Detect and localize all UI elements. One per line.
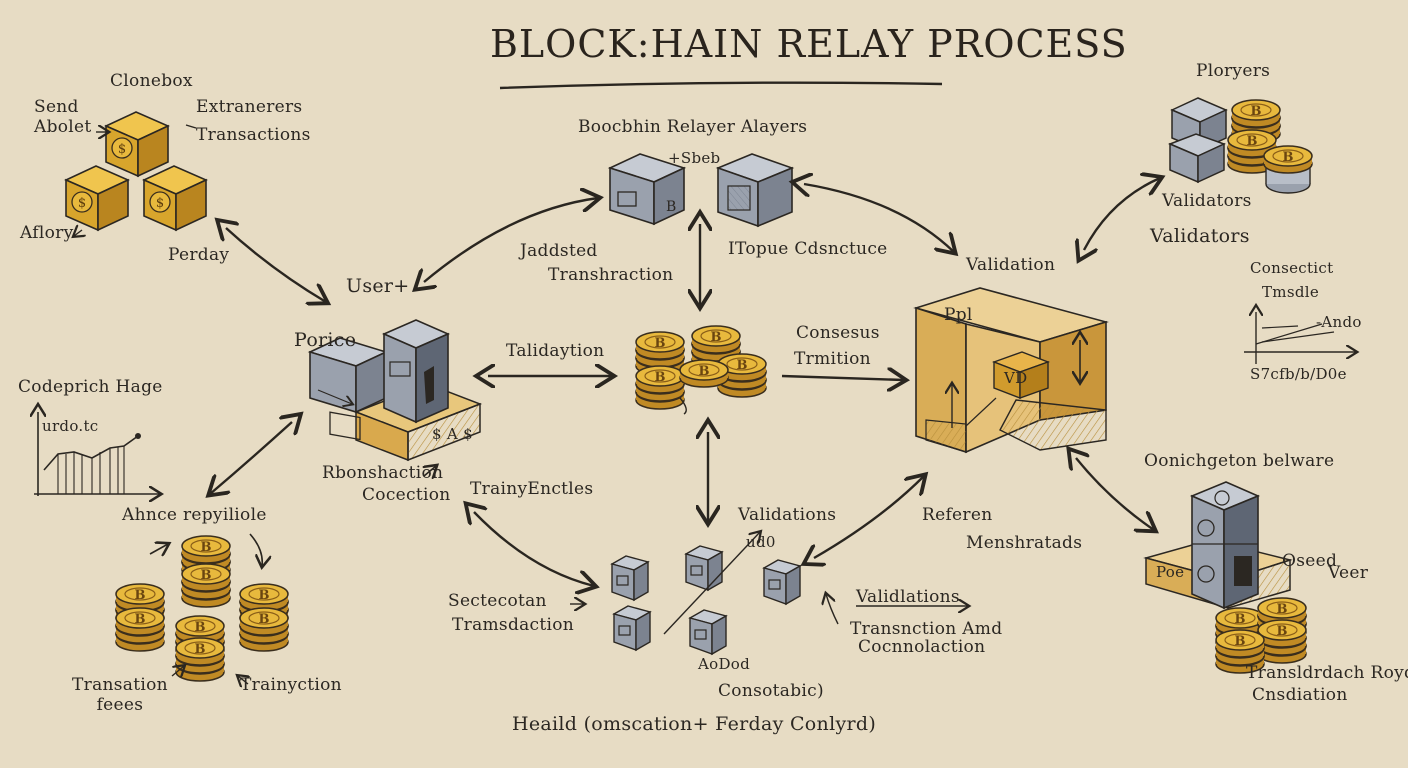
consectict-chart	[1244, 312, 1356, 364]
label-ando: -Ando	[1316, 313, 1362, 331]
label-extranerers: Extranerers	[196, 97, 303, 117]
label-vd: VD	[1004, 369, 1028, 387]
players-cubes-coins	[1168, 97, 1313, 194]
label-validlations: Validlations	[856, 587, 960, 607]
onichgeton-block	[1143, 481, 1306, 673]
label-cocection: Cocection	[362, 485, 451, 505]
label-block-sign: $ A $	[432, 425, 473, 443]
label-transldrdach: Transldrdach Royd	[1246, 663, 1408, 683]
label-user: User+	[346, 275, 410, 297]
label-rbonshaction: Rbonshaction	[322, 463, 444, 483]
label-consectict: Consectict	[1250, 259, 1334, 277]
diagram-title: BLOCK:HAIN RELAY PROCESS	[490, 22, 1128, 66]
codeprich-chart	[34, 412, 160, 496]
bitcoin-coin-pile	[636, 326, 766, 409]
label-clonebox: Clonebox	[110, 71, 193, 91]
label-heaild: Heaild (omscation+ Ferday Conlyrd)	[512, 713, 877, 735]
label-chart-sub: S7cfb/b/D0e	[1250, 365, 1347, 383]
label-porice: Porice	[294, 329, 357, 351]
label-jaddsted: Jaddsted	[520, 241, 598, 261]
label-urdo: urdo.tc	[42, 417, 99, 435]
label-validaytion: Talidaytion	[506, 341, 605, 361]
label-poe: Poe	[1156, 563, 1185, 581]
label-transhraction: Transhraction	[548, 265, 674, 285]
label-onichgeton: Oonichgeton belware	[1144, 451, 1335, 471]
label-tmsdle: Tmsdle	[1262, 283, 1320, 301]
label-sectecotan: Sectecotan	[448, 591, 547, 611]
label-aodod: AoDod	[698, 655, 751, 673]
label-transactions-top: Transactions	[196, 125, 311, 145]
label-ud0: ud0	[746, 533, 776, 551]
label-trmition: Trmition	[794, 349, 871, 369]
label-trainyction: Trainyction	[240, 675, 342, 695]
validation-structure	[913, 287, 1109, 454]
label-aflory: Aflory	[20, 223, 74, 243]
label-ppl: Ppl	[944, 305, 973, 325]
label-validations: Validations	[738, 505, 837, 525]
label-oseed: Oseed	[1282, 551, 1338, 571]
label-ahnce: Ahnce repyiliole	[122, 505, 267, 525]
user-block	[307, 319, 483, 462]
label-consesus: Consesus	[796, 323, 880, 343]
label-relayer-players: Boocbhin Relayer Alayers	[578, 117, 808, 137]
label-validators-big: Validators	[1150, 225, 1250, 247]
label-veer: Veer	[1328, 563, 1369, 583]
label-tramsdaction: Tramsdaction	[452, 615, 575, 635]
label-topue: ITopue Cdsnctuce	[728, 239, 888, 259]
label-cocnnolaction: Cocnnolaction	[858, 637, 986, 657]
label-send-abolet: Send Abolet	[34, 97, 92, 137]
relayer-cubes: B	[607, 153, 795, 228]
label-transaction-feees: Transation feees	[72, 675, 168, 715]
label-menshratads: Menshratads	[966, 533, 1083, 553]
label-sbeb: +Sbeb	[668, 149, 721, 167]
label-transnction-amd: Transnction Amd	[850, 619, 1003, 639]
label-validation-right: Validation	[966, 255, 1056, 275]
label-trainy: TrainyEnctles	[470, 479, 594, 499]
transaction-cubes	[611, 545, 801, 655]
label-perday: Perday	[168, 245, 230, 265]
label-referen: Referen	[922, 505, 993, 525]
label-players: Ploryers	[1196, 61, 1271, 81]
label-consotabic: Consotabic)	[718, 681, 824, 701]
label-validators-small: Validators	[1162, 191, 1252, 211]
label-cnsdiation: Cnsdiation	[1252, 685, 1348, 705]
svg-text:B: B	[666, 199, 676, 215]
label-codeprich: Codeprich Hage	[18, 377, 163, 397]
